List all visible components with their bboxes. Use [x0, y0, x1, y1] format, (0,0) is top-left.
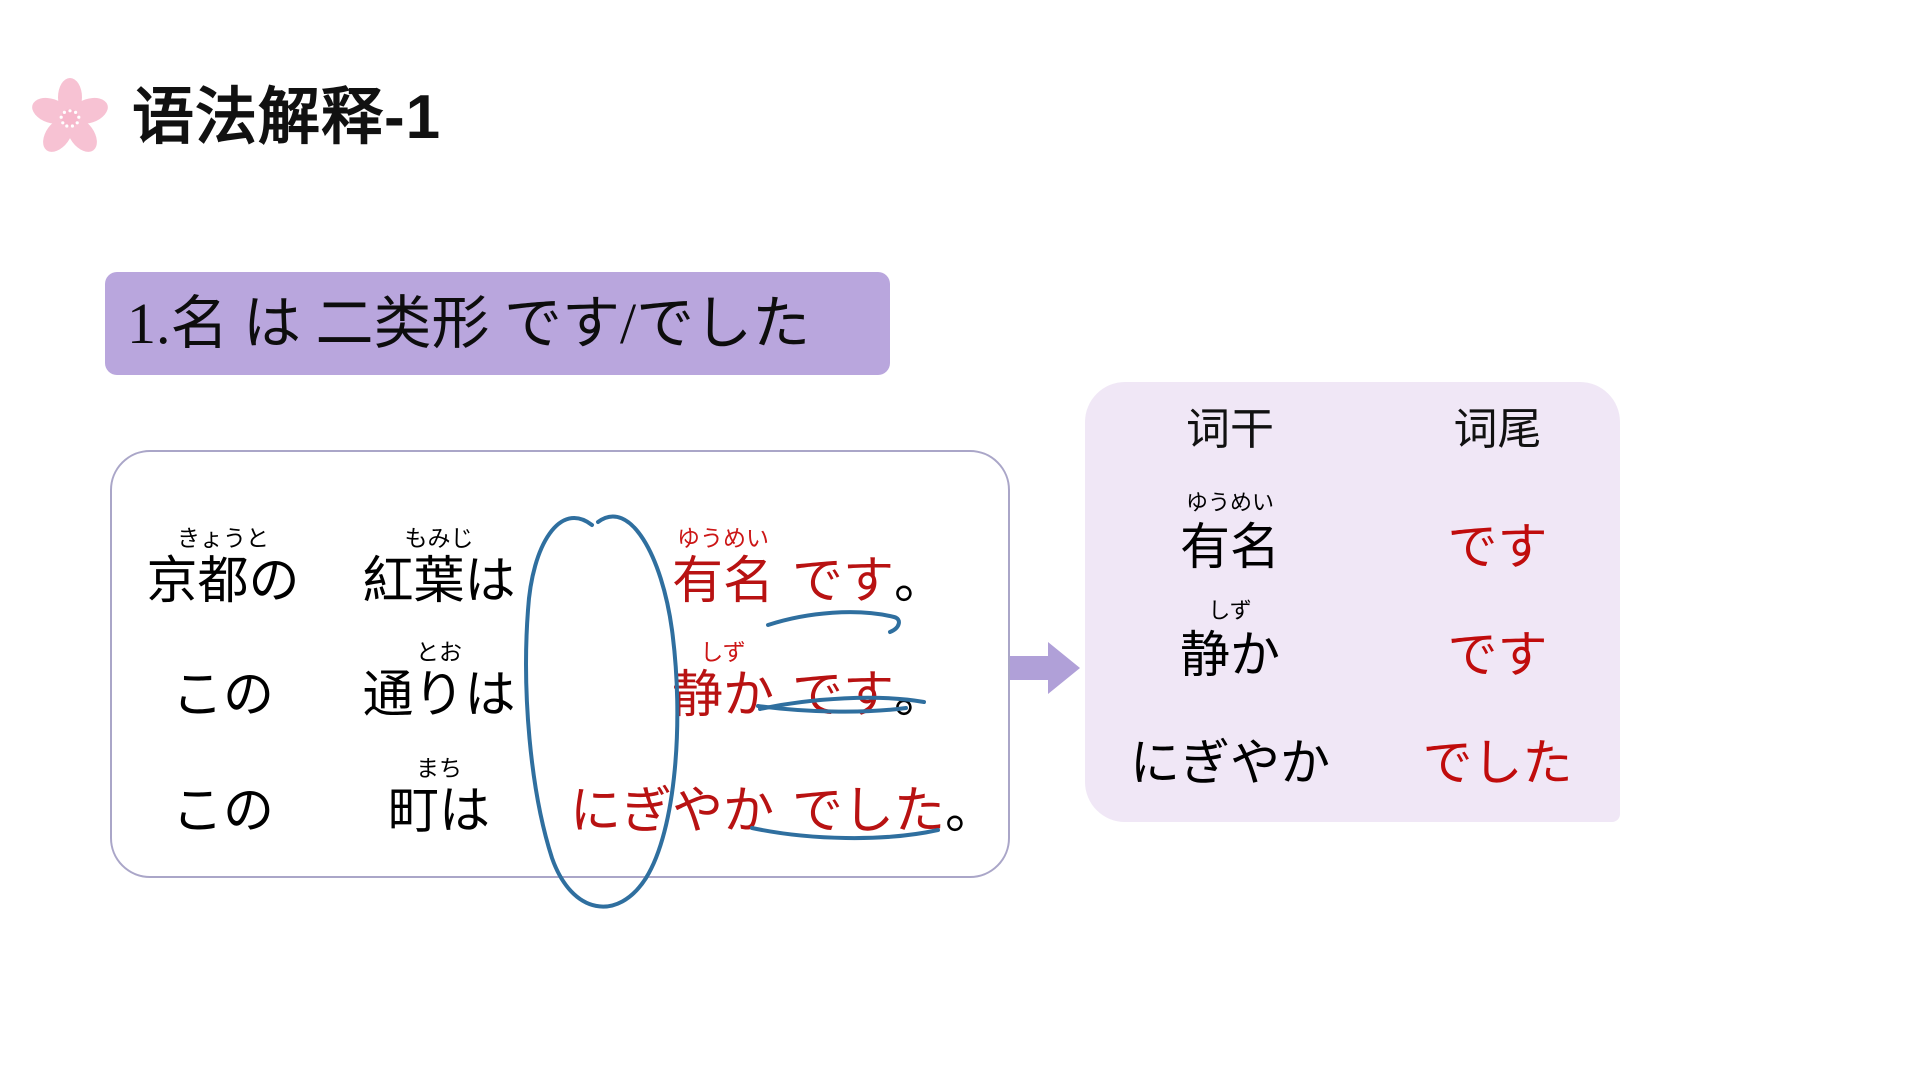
furigana: ゆうめい: [676, 525, 769, 551]
example-adjective-cell: にぎやか: [544, 757, 774, 838]
summary-stem-text: 静か: [1180, 627, 1280, 683]
example-adjective-text: 静か: [671, 668, 774, 724]
furigana: もみじ: [404, 525, 474, 551]
example-row: この まち 町は にぎやか でした。: [112, 720, 1008, 838]
example-copula-cell: でした。: [774, 787, 1004, 838]
example-period: 。: [945, 784, 997, 840]
example-topic-text: 紅葉は: [362, 554, 516, 610]
summary-ending-text: です: [1447, 627, 1548, 683]
flow-arrow-icon: [1010, 642, 1080, 694]
example-topic-cell: とお 通りは: [334, 641, 544, 722]
example-subject-text: この: [171, 668, 274, 724]
example-subject-text: 京都の: [146, 554, 300, 610]
example-sentence-table: きょうと 京都の もみじ 紅葉は ゆうめい 有名 です。: [112, 452, 1008, 876]
example-period: 。: [894, 668, 946, 724]
summary-row: ゆうめい 有名 です: [1085, 490, 1620, 575]
example-subject-cell: きょうと 京都の: [112, 527, 334, 608]
example-sentences-box: きょうと 京都の もみじ 紅葉は ゆうめい 有名 です。: [110, 450, 1010, 878]
grammar-pattern-text: 1.名 は 二类形 です/でした: [127, 290, 811, 356]
page-title: 语法解释-1: [132, 83, 442, 152]
example-topic-cell: もみじ 紅葉は: [334, 527, 544, 608]
sakura-flower-icon: [32, 78, 108, 152]
summary-ending-cell: です: [1375, 630, 1620, 680]
example-copula-text: です: [792, 668, 895, 724]
example-copula-cell: です。: [774, 671, 1004, 722]
summary-header-stem: 词干: [1186, 405, 1274, 454]
furigana: ゆうめい: [1185, 490, 1275, 515]
furigana: しず: [1208, 598, 1252, 623]
summary-ending-text: でした: [1422, 735, 1573, 791]
summary-stem-cell: しず 静か: [1085, 598, 1375, 683]
summary-row: にぎやか でした: [1085, 708, 1620, 788]
summary-ending-cell: でした: [1375, 738, 1620, 788]
example-topic-text: 町は: [387, 784, 490, 840]
example-subject-cell: この: [112, 757, 334, 838]
furigana: しず: [700, 639, 746, 665]
furigana: まち: [415, 755, 462, 781]
example-row: きょうと 京都の もみじ 紅葉は ゆうめい 有名 です。: [112, 490, 1008, 608]
example-period: 。: [894, 554, 946, 610]
example-subject-cell: この: [112, 641, 334, 722]
example-topic-text: 通りは: [362, 668, 516, 724]
summary-stem-text: 有名: [1180, 519, 1280, 575]
example-copula-text: です: [792, 554, 895, 610]
summary-stem-cell: ゆうめい 有名: [1085, 490, 1375, 575]
example-copula-text: でした: [792, 784, 946, 840]
example-copula-cell: です。: [774, 557, 1004, 608]
example-adjective-text: 有名: [671, 554, 774, 610]
summary-stem-cell: にぎやか: [1085, 708, 1375, 788]
summary-ending-cell: です: [1375, 522, 1620, 572]
example-adjective-cell: ゆうめい 有名: [544, 527, 774, 608]
example-row: この とお 通りは しず 静か です。: [112, 604, 1008, 722]
summary-row: しず 静か です: [1085, 598, 1620, 683]
furigana: きょうと: [176, 525, 269, 551]
slide-title-row: 语法解释-1: [30, 78, 441, 158]
summary-panel: 词干 词尾 ゆうめい 有名 です しず 静か です にぎやか: [1085, 382, 1620, 822]
example-adjective-cell: しず 静か: [544, 641, 774, 722]
summary-header-ending: 词尾: [1453, 405, 1542, 454]
summary-stem-text: にぎやか: [1130, 735, 1330, 791]
example-topic-cell: まち 町は: [334, 757, 544, 838]
summary-header-row: 词干 词尾: [1085, 408, 1620, 452]
furigana: とお: [415, 639, 462, 665]
summary-ending-text: です: [1447, 519, 1548, 575]
example-subject-text: この: [171, 784, 274, 840]
grammar-pattern-banner: 1.名 は 二类形 です/でした: [105, 272, 890, 375]
example-adjective-text: にぎやか: [569, 784, 774, 840]
